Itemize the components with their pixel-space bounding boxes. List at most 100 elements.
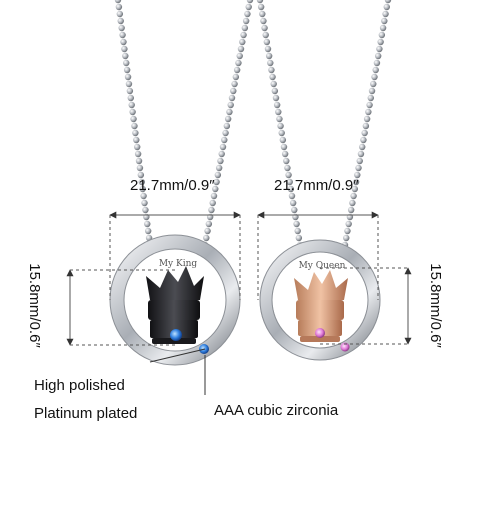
chain-bead xyxy=(347,206,355,214)
stone-label: AAA cubic zirconia xyxy=(214,402,339,419)
chain-bead xyxy=(354,171,361,179)
chain-bead xyxy=(240,31,247,39)
blue-stone xyxy=(170,329,182,341)
chain-bead xyxy=(228,94,236,102)
chain-bead xyxy=(237,45,245,53)
chain-bead xyxy=(268,66,275,74)
chain-bead xyxy=(123,59,130,67)
dimension-lines xyxy=(66,211,412,395)
chain-bead xyxy=(235,59,242,67)
chain-bead xyxy=(370,80,377,88)
chain-bead xyxy=(127,94,134,102)
chain-bead xyxy=(294,227,301,235)
chain-bead xyxy=(141,199,148,207)
chain-bead xyxy=(265,52,273,60)
chain-bead xyxy=(351,185,359,193)
chain-bead xyxy=(359,143,366,151)
chain-bead xyxy=(120,38,127,46)
chain-bead xyxy=(245,3,252,11)
engraving-left: My King xyxy=(159,259,198,269)
chain-bead xyxy=(259,10,266,18)
chain-bead xyxy=(280,143,288,151)
chain-bead xyxy=(210,192,218,200)
chain-bead xyxy=(344,227,351,235)
chain-bead xyxy=(377,38,384,46)
chain-bead xyxy=(272,94,280,102)
chain-bead xyxy=(262,31,269,39)
chain-bead xyxy=(279,136,287,144)
chain-bead xyxy=(128,101,135,109)
chain-bead xyxy=(257,3,265,11)
chain-bead xyxy=(137,171,145,179)
chain-bead xyxy=(366,101,373,109)
chain-bead xyxy=(355,164,362,172)
chain-bead xyxy=(276,115,283,123)
chain-bead xyxy=(132,129,139,137)
chain-bead xyxy=(233,66,241,74)
chain-bead xyxy=(215,164,223,172)
chain-bead xyxy=(126,87,134,95)
chain-bead xyxy=(246,0,254,4)
chain-bead xyxy=(232,73,240,81)
chain-bead xyxy=(114,0,122,4)
chain-bead xyxy=(271,87,279,95)
chain-bead xyxy=(293,220,300,228)
chain-bead xyxy=(345,220,352,228)
chain-bead xyxy=(263,38,271,46)
chain-bead xyxy=(221,136,228,144)
chain-bead xyxy=(269,73,276,81)
chain-bead xyxy=(218,150,225,158)
chain-bead xyxy=(383,3,390,11)
chain-bead xyxy=(286,178,293,186)
left-width-label: 21.7mm/0.9″ xyxy=(130,177,215,194)
chain-bead xyxy=(291,206,298,214)
chain-bead xyxy=(224,115,232,123)
chain-bead xyxy=(204,227,211,235)
chain-bead xyxy=(362,122,370,130)
chain-bead xyxy=(213,178,220,186)
chain-bead xyxy=(367,94,374,102)
chain-bead xyxy=(356,157,363,165)
chain-bead xyxy=(270,80,277,88)
chain-bead xyxy=(219,143,227,151)
chain-bead xyxy=(365,108,372,116)
chain-bead xyxy=(371,73,378,81)
chain-bead xyxy=(214,171,222,179)
chain-bead xyxy=(203,234,210,242)
chain-bead xyxy=(125,80,133,88)
chain-bead xyxy=(144,227,152,235)
chain-bead xyxy=(278,129,285,137)
chain-bead xyxy=(134,150,142,158)
chain-bead xyxy=(352,178,360,186)
chain-bead xyxy=(285,171,292,179)
ball-chain xyxy=(114,0,392,249)
chain-bead xyxy=(208,206,215,214)
finish-label-line1: High polished xyxy=(34,377,125,394)
chain-bead xyxy=(230,87,237,95)
chain-bead xyxy=(376,45,383,53)
engraving-right: My Queen xyxy=(299,261,346,271)
chain-bead xyxy=(374,52,382,60)
chain-bead xyxy=(363,115,371,123)
chain-bead xyxy=(135,157,143,165)
chain-bead xyxy=(361,129,368,137)
chain-bead xyxy=(122,52,129,60)
chain-bead xyxy=(212,185,219,193)
chain-bead xyxy=(373,59,381,67)
chain-bead xyxy=(231,80,238,88)
chain-bead xyxy=(277,122,284,130)
chain-bead xyxy=(284,164,291,172)
chain-bead xyxy=(123,66,131,74)
right-width-label: 21.7mm/0.9″ xyxy=(274,177,359,194)
chain-bead xyxy=(140,192,147,200)
chain-bead xyxy=(209,199,216,207)
chain-bead xyxy=(134,143,141,151)
chain-bead xyxy=(117,17,124,25)
chain-bead xyxy=(295,234,303,242)
chain-bead xyxy=(244,10,251,18)
chain-bead xyxy=(381,17,388,25)
chain-bead xyxy=(287,185,295,193)
black-crown xyxy=(146,266,204,344)
chain-bead xyxy=(236,52,243,60)
